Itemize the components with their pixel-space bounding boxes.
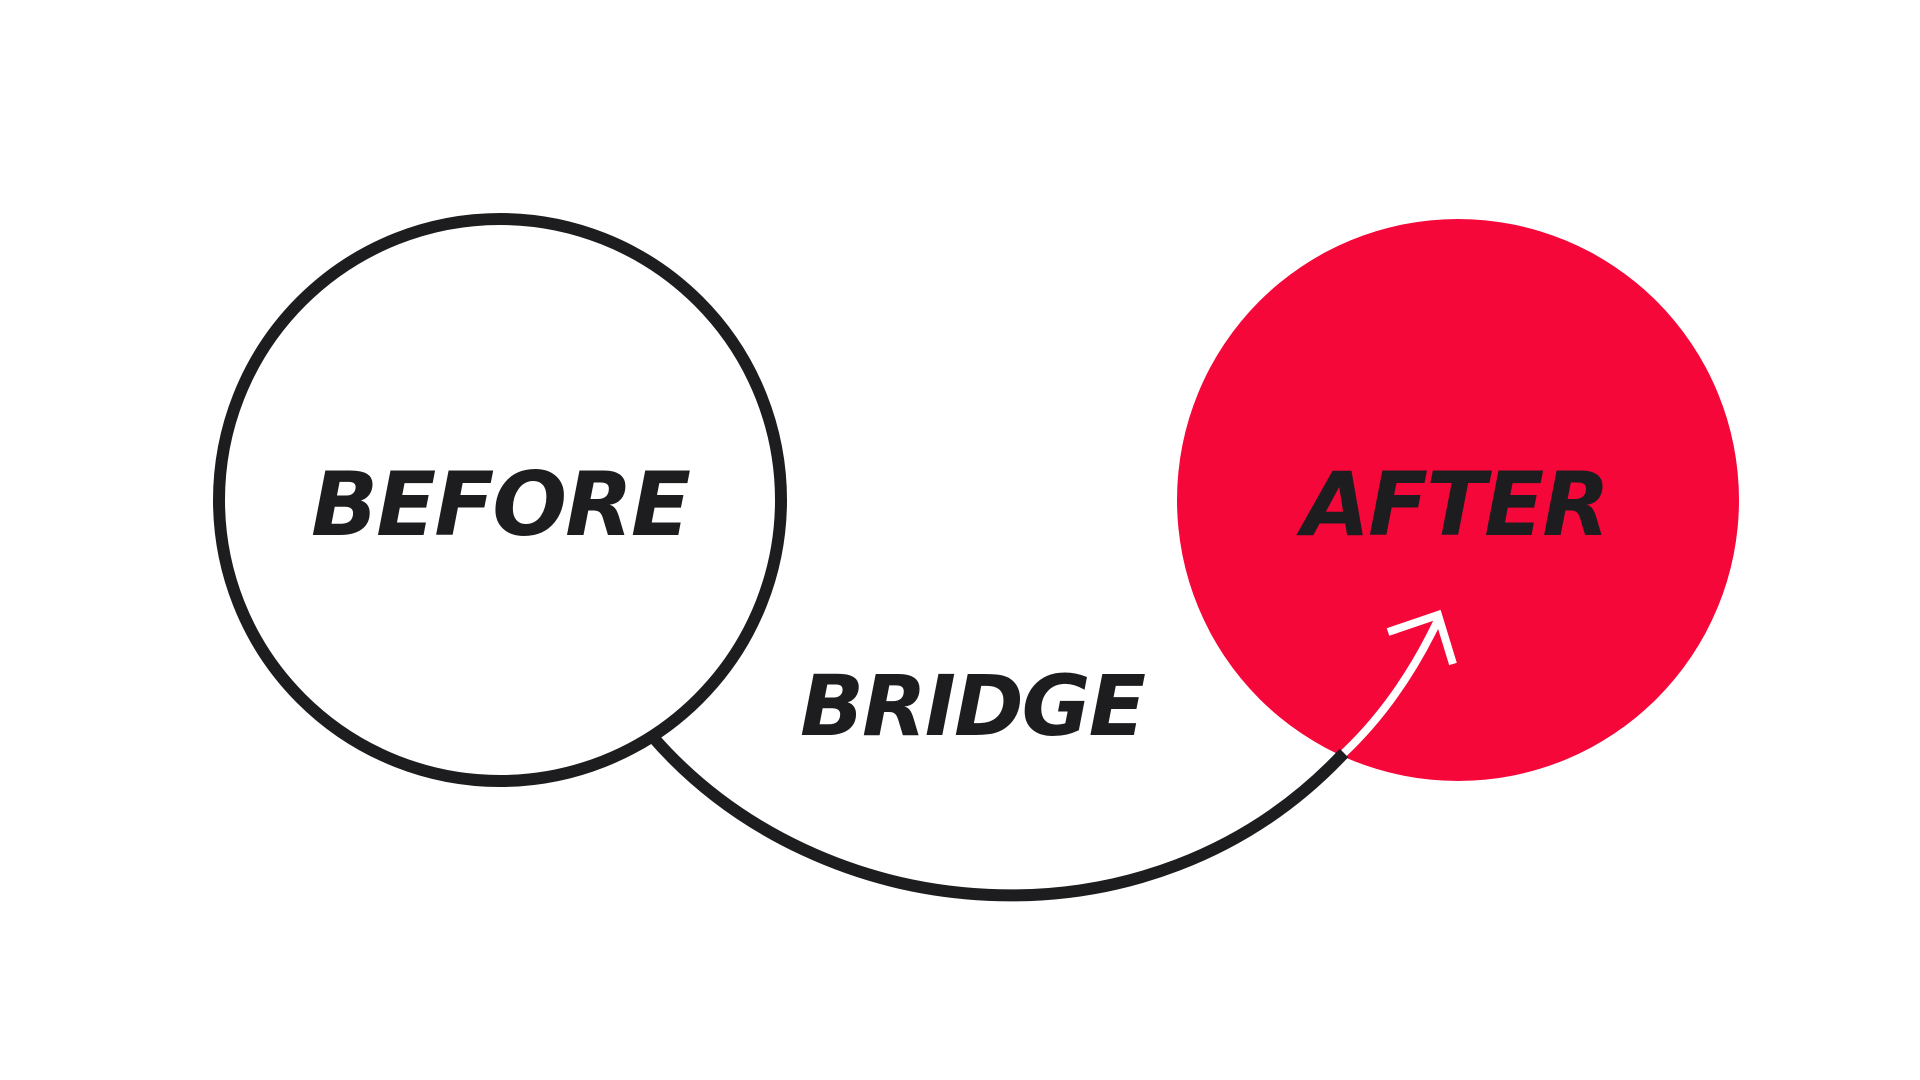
- bridge-label: BRIDGE: [800, 657, 1146, 755]
- before-label: BEFORE: [311, 453, 690, 556]
- bridge-connector: [647, 732, 1349, 902]
- after-label: AFTER: [1296, 453, 1608, 556]
- before-circle: [213, 213, 787, 787]
- after-circle: [1177, 219, 1739, 781]
- arrow-head-icon: [1386, 609, 1457, 666]
- arrow-shaft: [1341, 618, 1442, 756]
